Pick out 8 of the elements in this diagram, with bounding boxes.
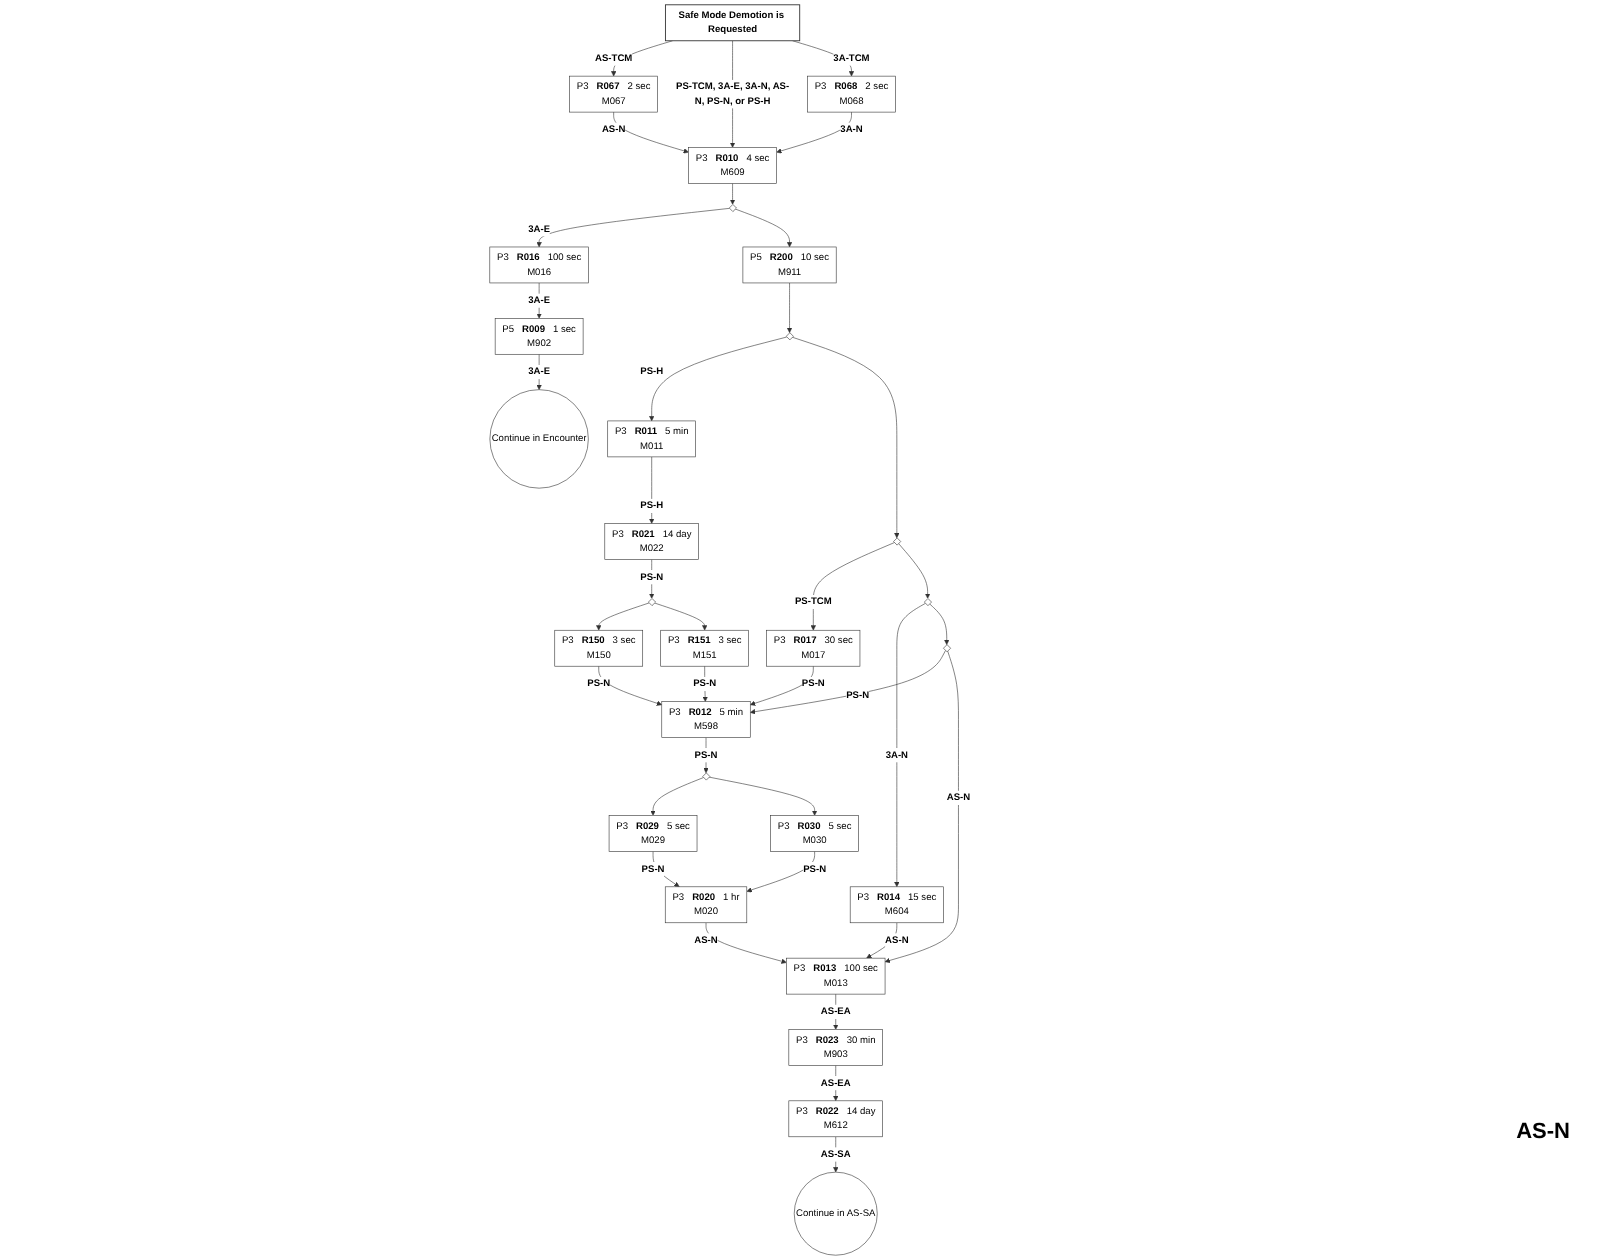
node-diamond [729,204,737,212]
node-diamond [893,537,902,546]
node-diamond [702,772,711,781]
note-label: AS-N [1516,1120,1570,1144]
node-diamond [943,644,951,653]
node-diamond [924,598,932,606]
node-diamond [785,332,794,341]
node-diamond [648,598,656,606]
